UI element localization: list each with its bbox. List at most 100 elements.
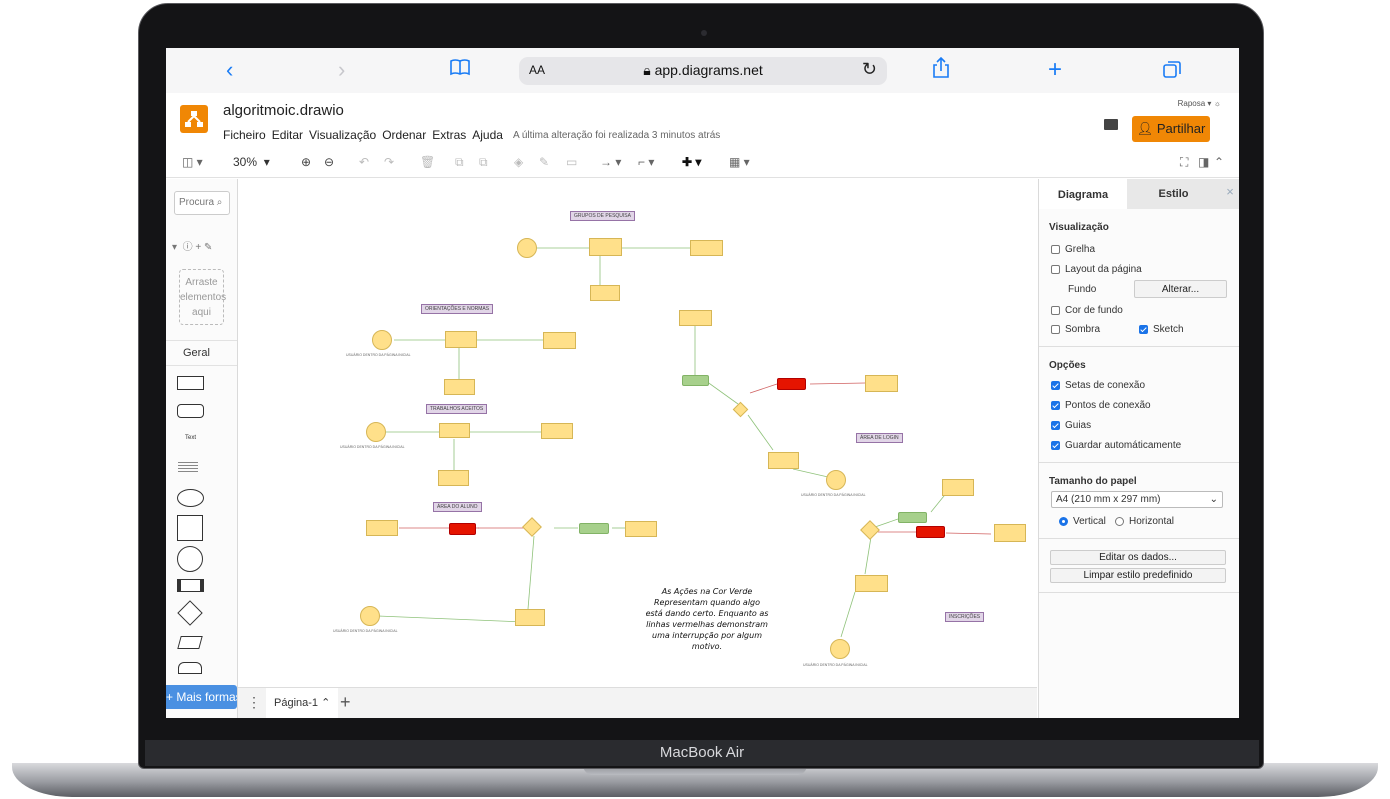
- diamond-shape[interactable]: [177, 600, 203, 626]
- start-node[interactable]: [360, 606, 380, 626]
- collapse-icon[interactable]: ⌃: [1214, 155, 1225, 169]
- connection-points-option[interactable]: Pontos de conexão: [1051, 400, 1151, 411]
- paper-size-select[interactable]: A4 (210 mm x 297 mm)⌄: [1051, 491, 1223, 508]
- process-note[interactable]: [543, 332, 576, 349]
- process-note[interactable]: [366, 520, 398, 536]
- undo-icon[interactable]: ↶: [359, 155, 370, 169]
- process-note[interactable]: [865, 375, 898, 392]
- label-trabalhos-aceitos[interactable]: TRABALHOS ACEITOS: [426, 404, 488, 414]
- menu-extras[interactable]: Extras: [432, 128, 467, 142]
- more-shapes-button[interactable]: + Mais formas: [166, 685, 237, 709]
- square-shape[interactable]: [177, 515, 203, 541]
- line-color-icon[interactable]: ✎: [539, 155, 550, 169]
- text-size-button[interactable]: AA: [529, 63, 546, 77]
- forward-icon[interactable]: ›: [338, 57, 346, 82]
- ellipse-shape[interactable]: [177, 489, 204, 507]
- back-icon[interactable]: ‹: [226, 57, 234, 82]
- reload-icon[interactable]: ↻: [861, 59, 877, 79]
- menu-edit[interactable]: Editar: [271, 128, 304, 142]
- process-note[interactable]: [590, 285, 620, 301]
- edit-icon[interactable]: ✎: [204, 242, 213, 253]
- label-area-login[interactable]: ÁREA DE LOGIN: [856, 433, 903, 443]
- to-back-icon[interactable]: ⧉: [479, 155, 488, 169]
- shape-search-input[interactable]: Procura ⌕: [174, 191, 230, 215]
- process-note[interactable]: [589, 238, 622, 256]
- new-tab-icon[interactable]: +: [1048, 56, 1063, 83]
- legend-note[interactable]: As Ações na Cor Verde Representam quando…: [645, 587, 769, 651]
- start-node[interactable]: [372, 330, 392, 350]
- share-icon[interactable]: [932, 56, 950, 86]
- fill-color-icon[interactable]: ◈: [514, 155, 524, 169]
- background-color-option[interactable]: Cor de fundo: [1051, 305, 1123, 316]
- guides-option[interactable]: Guias: [1051, 420, 1091, 431]
- menu-arrange[interactable]: Ordenar: [382, 128, 427, 142]
- to-front-icon[interactable]: ⧉: [455, 155, 464, 169]
- sketch-option[interactable]: Sketch: [1139, 324, 1184, 335]
- autosave-option[interactable]: Guardar automáticamente: [1051, 440, 1181, 451]
- success-step[interactable]: [898, 512, 927, 523]
- menu-help[interactable]: Ajuda: [472, 128, 503, 142]
- error-step[interactable]: [916, 526, 945, 538]
- start-node[interactable]: [517, 238, 537, 258]
- close-icon[interactable]: ×: [1220, 179, 1239, 209]
- bookmarks-icon[interactable]: [449, 58, 471, 86]
- label-grupos-pesquisa[interactable]: GRUPOS DE PESQUISA: [570, 211, 635, 221]
- delete-icon[interactable]: 🗑︎: [420, 155, 436, 169]
- page-tab[interactable]: Página-1 ⌃: [266, 688, 339, 718]
- process-note[interactable]: [855, 575, 888, 592]
- success-step[interactable]: [682, 375, 709, 386]
- clear-default-style-button[interactable]: Limpar estilo predefinido: [1050, 568, 1226, 583]
- label-inscricoes[interactable]: INSCRIÇÕES: [945, 612, 985, 622]
- shadow-icon[interactable]: ▭: [566, 155, 578, 169]
- error-step[interactable]: [449, 523, 476, 535]
- grid-option[interactable]: Grelha: [1051, 244, 1095, 255]
- diagram-canvas[interactable]: GRUPOS DE PESQUISA ORIENTAÇÕES E NORMAS …: [238, 179, 1037, 687]
- rectangle-shape[interactable]: [177, 376, 204, 390]
- process-note[interactable]: [438, 470, 469, 486]
- autosave-checkbox[interactable]: [1051, 441, 1060, 450]
- change-background-button[interactable]: Alterar...: [1134, 280, 1227, 298]
- landscape-option[interactable]: Horizontal: [1115, 516, 1174, 527]
- redo-icon[interactable]: ↷: [384, 155, 395, 169]
- file-name[interactable]: algoritmoic.drawio: [223, 102, 344, 119]
- menu-file[interactable]: Ficheiro: [223, 128, 266, 142]
- user-menu[interactable]: Raposa ▾ ☼: [1177, 99, 1221, 108]
- background-color-checkbox[interactable]: [1051, 306, 1060, 315]
- process-note[interactable]: [439, 423, 470, 438]
- help-icon[interactable]: ⓘ: [182, 242, 193, 253]
- start-node[interactable]: [366, 422, 386, 442]
- hexagon-shape[interactable]: [178, 662, 202, 674]
- last-change-status[interactable]: A última alteração foi realizada 3 minut…: [512, 130, 721, 141]
- shadow-checkbox[interactable]: [1051, 325, 1060, 334]
- portrait-option[interactable]: Vertical: [1059, 516, 1106, 527]
- landscape-radio[interactable]: [1115, 517, 1124, 526]
- process-note[interactable]: [444, 379, 475, 395]
- connection-points-checkbox[interactable]: [1051, 401, 1060, 410]
- edit-data-button[interactable]: Editar os dados...: [1050, 550, 1226, 565]
- label-orientacoes-normas[interactable]: ORIENTAÇÕES E NORMAS: [421, 304, 494, 314]
- tab-diagram[interactable]: Diagrama: [1039, 179, 1127, 209]
- process-note[interactable]: [768, 452, 799, 469]
- portrait-radio[interactable]: [1059, 517, 1068, 526]
- circle-shape[interactable]: [177, 546, 203, 572]
- table-icon[interactable]: ▦ ▾: [729, 155, 750, 169]
- error-step[interactable]: [777, 378, 806, 390]
- pages-menu-icon[interactable]: ⋮: [247, 694, 261, 710]
- process-shape[interactable]: [177, 579, 204, 592]
- success-step[interactable]: [579, 523, 609, 534]
- parallelogram-shape[interactable]: [177, 636, 203, 649]
- zoom-out-icon[interactable]: ⊖: [324, 155, 335, 169]
- waypoints-icon[interactable]: ⌐ ▾: [638, 155, 655, 169]
- label-area-aluno[interactable]: ÁREA DO ALUNO: [433, 502, 482, 512]
- page-layout-checkbox[interactable]: [1051, 265, 1060, 274]
- guides-checkbox[interactable]: [1051, 421, 1060, 430]
- text-shape[interactable]: Text: [185, 435, 197, 441]
- grid-checkbox[interactable]: [1051, 245, 1060, 254]
- chevron-up-icon[interactable]: ⌃: [321, 697, 331, 709]
- tabs-icon[interactable]: [1162, 59, 1182, 87]
- start-node[interactable]: [826, 470, 846, 490]
- format-panel-icon[interactable]: ◫ ▾: [182, 155, 203, 169]
- comments-icon[interactable]: [1104, 119, 1118, 130]
- connection-arrows-option[interactable]: Setas de conexão: [1051, 380, 1145, 391]
- fullscreen-icon[interactable]: ⛶: [1180, 155, 1189, 169]
